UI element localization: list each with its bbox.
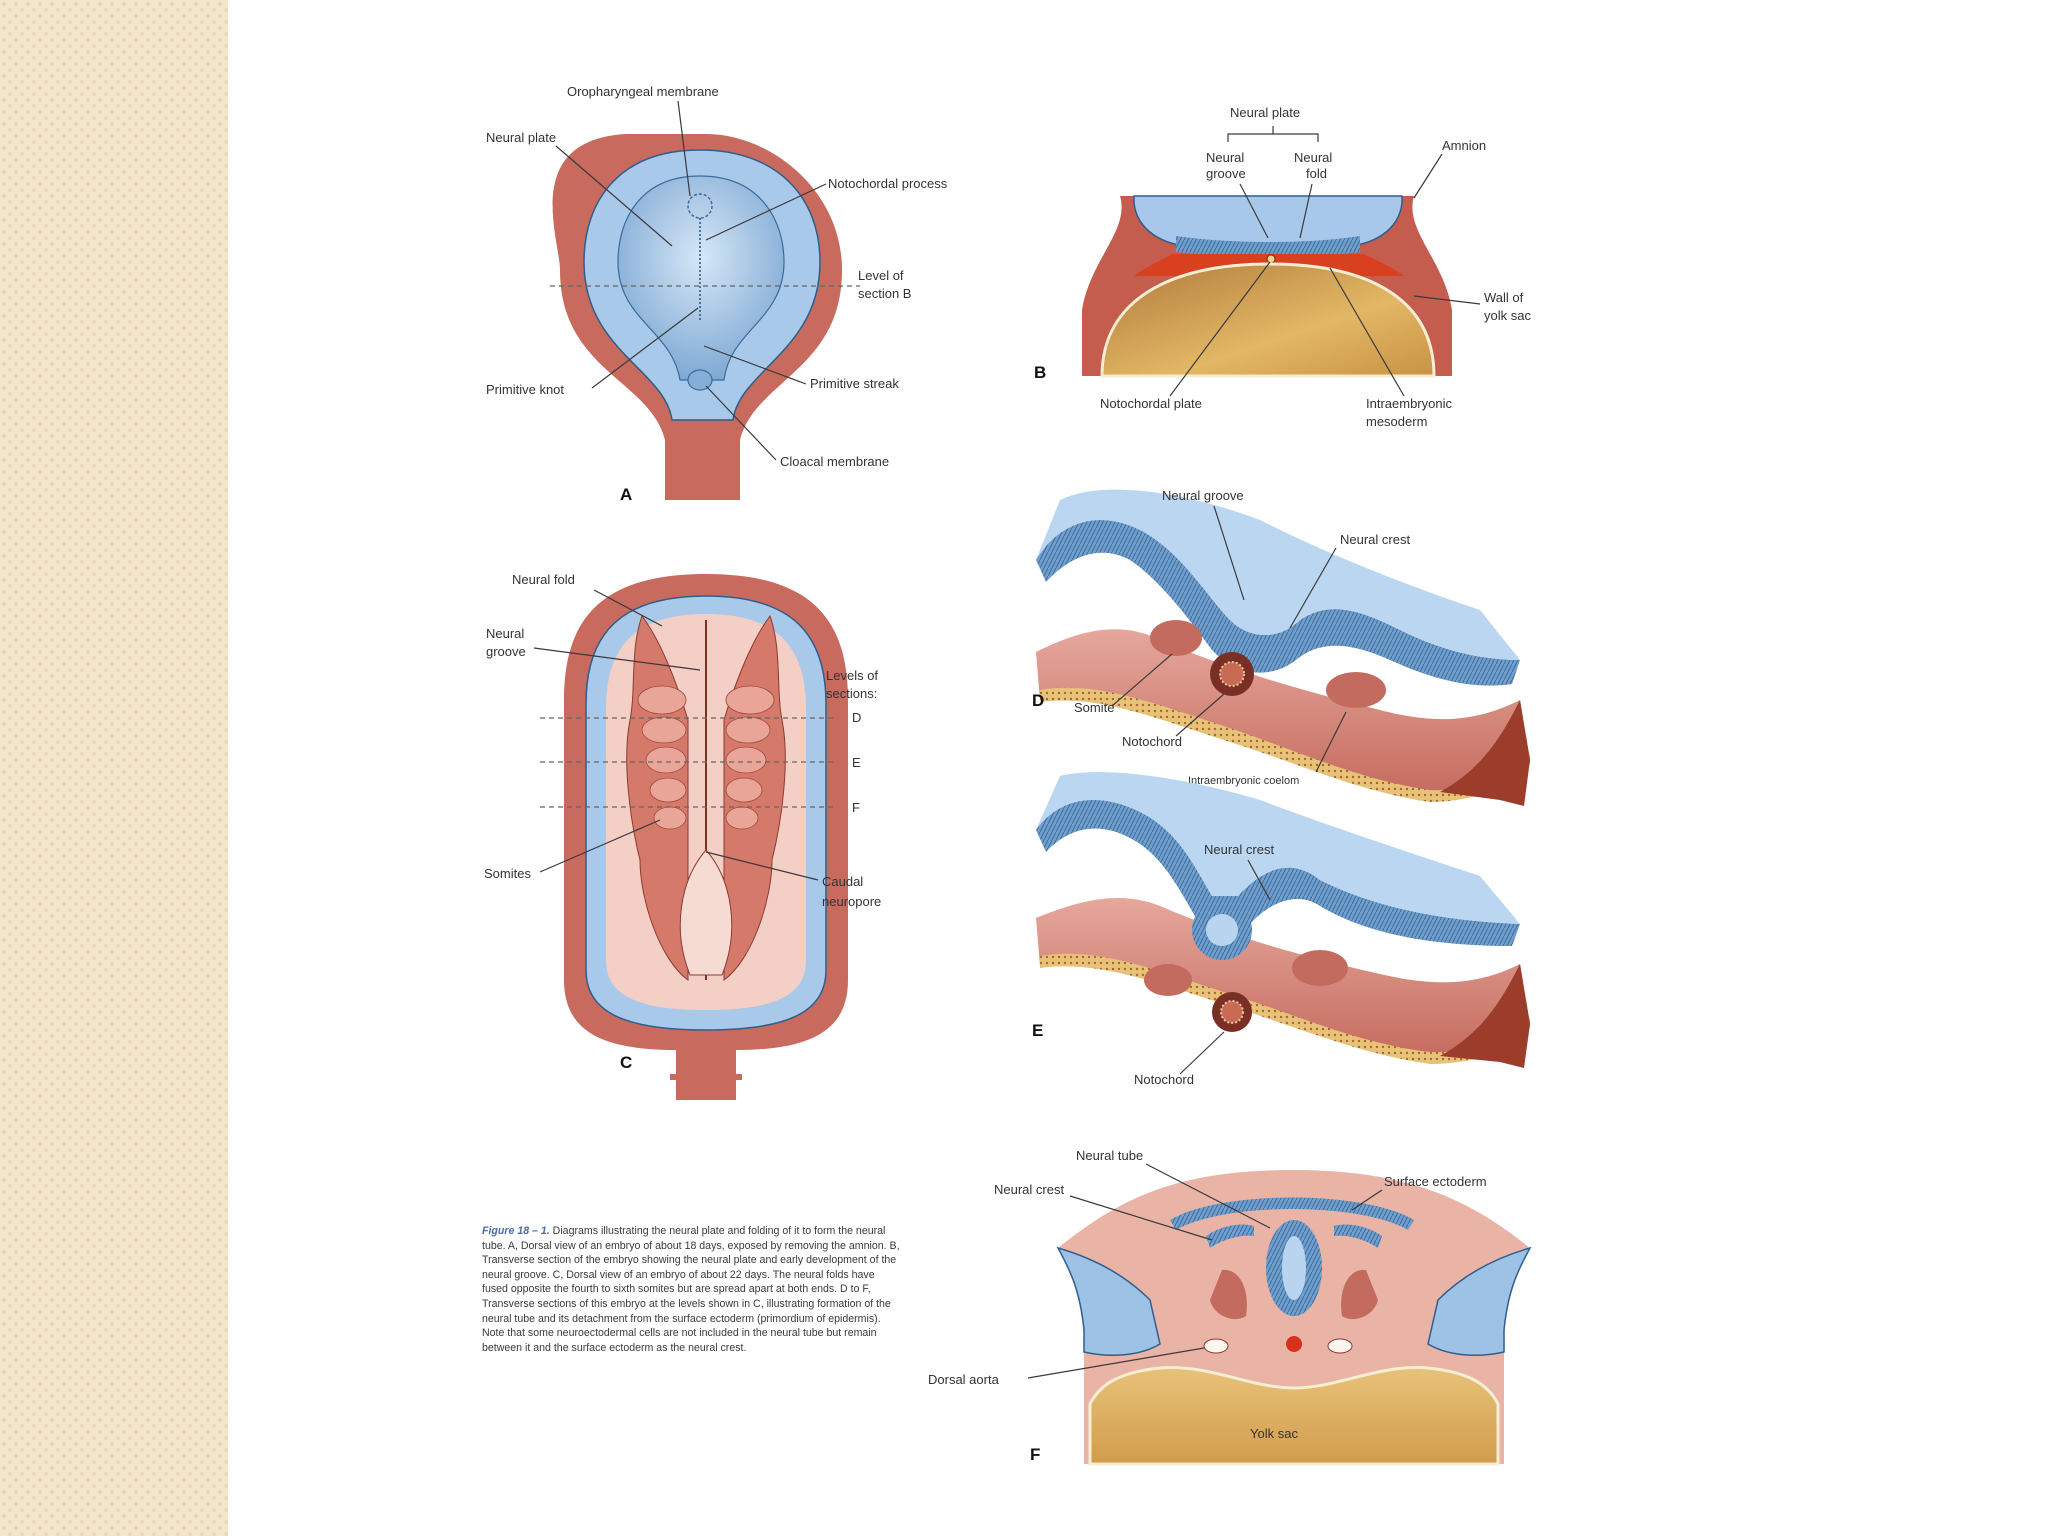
label-neural-plate-b: Neural plate	[1230, 105, 1300, 120]
label-oropharyngeal-membrane: Oropharyngeal membrane	[567, 84, 719, 99]
label-neural-groove-c2: groove	[486, 644, 526, 659]
label-level-e: E	[852, 755, 861, 770]
label-level-f: F	[852, 800, 860, 815]
panel-d-endoderm-dots	[1040, 687, 1530, 802]
panel-f-dorsal-aorta-left	[1203, 1338, 1229, 1354]
label-somites: Somites	[484, 866, 531, 881]
label-wall-of: Wall of	[1484, 290, 1524, 305]
label-amnion: Amnion	[1442, 138, 1486, 153]
panel-b: Neural plate Neural groove Neural fold A…	[1034, 105, 1531, 429]
panel-b-yolk-sac	[1100, 262, 1436, 378]
panel-c: Neural fold Neural groove Levels of sect…	[484, 572, 881, 1100]
label-notochord-e: Notochord	[1134, 1072, 1194, 1087]
label-yolk-sac-f: Yolk sac	[1250, 1426, 1298, 1441]
panel-f-surface-ectoderm	[1170, 1197, 1414, 1230]
panel-d-amnion	[1036, 489, 1520, 660]
panel-letter-d: D	[1032, 691, 1044, 710]
label-yolk-sac-b: yolk sac	[1484, 308, 1531, 323]
label-sections: sections:	[826, 686, 877, 701]
panel-a: Oropharyngeal membrane Neural plate Noto…	[486, 84, 948, 504]
panel-e-lower-slab	[1036, 897, 1530, 1062]
panel-f-dorsal-aorta-right	[1327, 1338, 1353, 1354]
label-notochord-d: Notochord	[1122, 734, 1182, 749]
label-neural-groove-b2: groove	[1206, 166, 1246, 181]
panel-letter-b: B	[1034, 363, 1046, 382]
figure-caption-text: Diagrams illustrating the neural plate a…	[482, 1225, 900, 1354]
panel-letter-e: E	[1032, 1021, 1043, 1040]
panel-b-neural-plate	[1176, 236, 1360, 257]
decorative-side-band	[0, 0, 228, 1536]
label-neural-crest-d: Neural crest	[1340, 532, 1410, 547]
panel-f-notochord	[1286, 1336, 1302, 1352]
panel-d-upper-layer	[1036, 520, 1520, 686]
figure-reference: Figure 18 – 1.	[482, 1225, 550, 1237]
panel-c-somites	[637, 685, 775, 830]
panel-c-caudal-neuropore	[679, 849, 733, 976]
panel-f-neural-crest-left	[1206, 1224, 1254, 1248]
panel-f-amnion-right	[1427, 1246, 1532, 1357]
label-notochordal-plate: Notochordal plate	[1100, 396, 1202, 411]
label-notochordal-process: Notochordal process	[828, 176, 948, 191]
panel-b-notochordal-plate-dot	[1266, 254, 1276, 264]
label-neural-groove-b1: Neural	[1206, 150, 1244, 165]
label-surface-ectoderm: Surface ectoderm	[1384, 1174, 1487, 1189]
label-neural-groove-c1: Neural	[486, 626, 524, 641]
label-somite: Somite	[1074, 700, 1114, 715]
panel-d-somites	[1150, 620, 1386, 708]
label-intraembryonic-mesoderm-1: Intraembryonic	[1366, 396, 1452, 411]
panel-letter-f: F	[1030, 1445, 1040, 1464]
panel-e-upper-layer	[1036, 799, 1520, 946]
label-level-d: D	[852, 710, 861, 725]
label-section-b: section B	[858, 286, 911, 301]
label-neural-plate-a: Neural plate	[486, 130, 556, 145]
panel-e-somites	[1144, 950, 1348, 996]
panel-f-neural-crest-right	[1334, 1224, 1382, 1248]
panel-f: Neural tube Neural crest Surface ectoder…	[928, 1148, 1532, 1466]
panel-b-amniotic-cavity	[1133, 195, 1403, 247]
label-caudal-neuropore-2: neuropore	[822, 894, 881, 909]
label-neural-fold-c: Neural fold	[512, 572, 575, 587]
panel-d-lower-slab	[1036, 629, 1530, 800]
label-neural-tube: Neural tube	[1076, 1148, 1143, 1163]
panel-f-amnion-left	[1056, 1246, 1161, 1357]
panel-e-brown-end	[1440, 964, 1530, 1068]
label-intraembryonic-mesoderm-2: mesoderm	[1366, 414, 1427, 429]
label-caudal-neuropore-1: Caudal	[822, 874, 863, 889]
panel-f-yolk-sac	[1088, 1366, 1500, 1466]
label-cloacal-membrane: Cloacal membrane	[780, 454, 889, 469]
figure-caption: Figure 18 – 1. Diagrams illustrating the…	[482, 1224, 902, 1355]
panel-a-cloacal-oval	[687, 369, 713, 391]
label-level-of: Level of	[858, 268, 904, 283]
panel-f-somites	[1210, 1269, 1378, 1320]
label-neural-crest-f: Neural crest	[994, 1182, 1064, 1197]
label-dorsal-aorta: Dorsal aorta	[928, 1372, 1000, 1387]
label-neural-crest-e: Neural crest	[1204, 842, 1274, 857]
panel-a-oropharyngeal-circle	[687, 193, 713, 219]
panel-d: Neural groove Neural crest Somite Notoch…	[1032, 488, 1530, 806]
label-neural-fold-b1: Neural	[1294, 150, 1332, 165]
panel-e: Neural crest Notochord E	[1032, 772, 1530, 1087]
panel-d-brown-end	[1440, 700, 1530, 806]
label-primitive-knot: Primitive knot	[486, 382, 564, 397]
panel-letter-c: C	[620, 1053, 632, 1072]
label-intraembryonic-coelom: Intraembryonic coelom	[1188, 775, 1299, 787]
panel-letter-a: A	[620, 485, 632, 504]
panel-e-amnion	[1036, 772, 1520, 924]
label-levels-of: Levels of	[826, 668, 878, 683]
label-neural-groove-d: Neural groove	[1162, 488, 1244, 503]
label-primitive-streak: Primitive streak	[810, 376, 899, 391]
label-neural-fold-b2: fold	[1306, 166, 1327, 181]
